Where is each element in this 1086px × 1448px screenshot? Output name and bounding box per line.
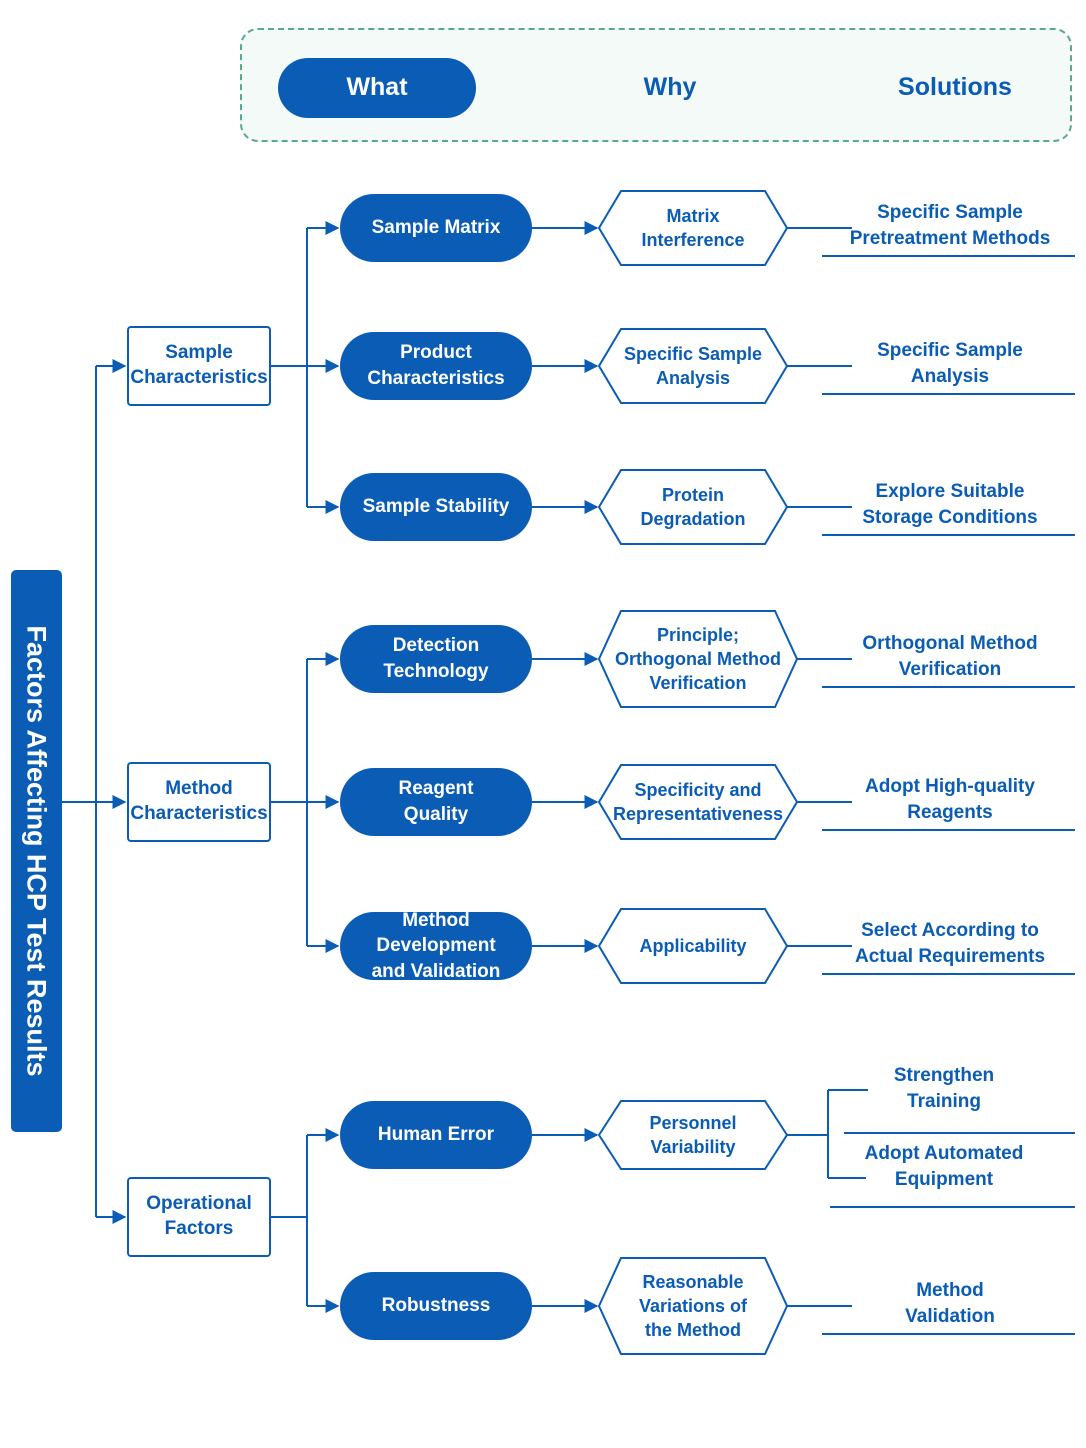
why-hexagon xyxy=(597,1257,789,1355)
solution-node: Specific Sample Analysis xyxy=(877,340,1023,387)
solution-node: Select According to Actual Requirements xyxy=(854,920,1046,967)
what-node: Method Development and Validation xyxy=(340,910,532,982)
what-node: Reagent Quality xyxy=(340,768,532,836)
solution-node: Method Validation xyxy=(905,1280,995,1327)
solution-node: Adopt High-quality Reagents xyxy=(865,776,1035,823)
what-node: Robustness xyxy=(340,1272,532,1340)
why-hexagon xyxy=(597,469,789,545)
why-node: Specific Sample Analysis xyxy=(623,343,763,388)
what-node: Sample Stability xyxy=(340,473,532,541)
why-hexagon xyxy=(597,328,789,404)
why-hexagon xyxy=(597,908,789,984)
what-node: Product Characteristics xyxy=(340,332,532,400)
solution-node: Explore Suitable Storage Conditions xyxy=(862,481,1038,528)
legend-solutions: Solutions xyxy=(898,73,1012,102)
what-node: Human Error xyxy=(340,1101,532,1169)
solution-node: Specific Sample Pretreatment Methods xyxy=(849,202,1051,249)
diagram-title: Factors Affecting HCP Test Results xyxy=(21,625,52,1077)
why-hexagon xyxy=(597,1100,789,1170)
why-hexagon xyxy=(597,764,799,840)
solution-node: Strengthen Training xyxy=(893,1065,995,1112)
what-node: Detection Technology xyxy=(340,625,532,693)
why-node: Specificity and Representativeness xyxy=(612,779,784,824)
what-node: Sample Matrix xyxy=(340,194,532,262)
why-hexagon xyxy=(597,190,789,266)
why-hexagon xyxy=(597,610,799,708)
group-box: Method Characteristics xyxy=(127,762,271,842)
solution-node: Orthogonal Method Verification xyxy=(862,633,1038,680)
group-box: Operational Factors xyxy=(127,1177,271,1257)
why-node: Principle; Orthogonal Method Verificatio… xyxy=(615,624,781,694)
why-node: Applicability xyxy=(639,935,747,956)
why-node: Matrix Interference xyxy=(641,205,745,250)
title-bar xyxy=(11,570,62,1132)
group-box: Sample Characteristics xyxy=(127,326,271,406)
why-node: Protein Degradation xyxy=(640,484,746,529)
why-node: Reasonable Variations of the Method xyxy=(638,1271,748,1341)
legend-why: Why xyxy=(643,73,697,102)
legend-what: What xyxy=(278,58,476,118)
why-node: Personnel Variability xyxy=(649,1112,737,1157)
solution-node: Adopt Automated Equipment xyxy=(864,1143,1024,1190)
